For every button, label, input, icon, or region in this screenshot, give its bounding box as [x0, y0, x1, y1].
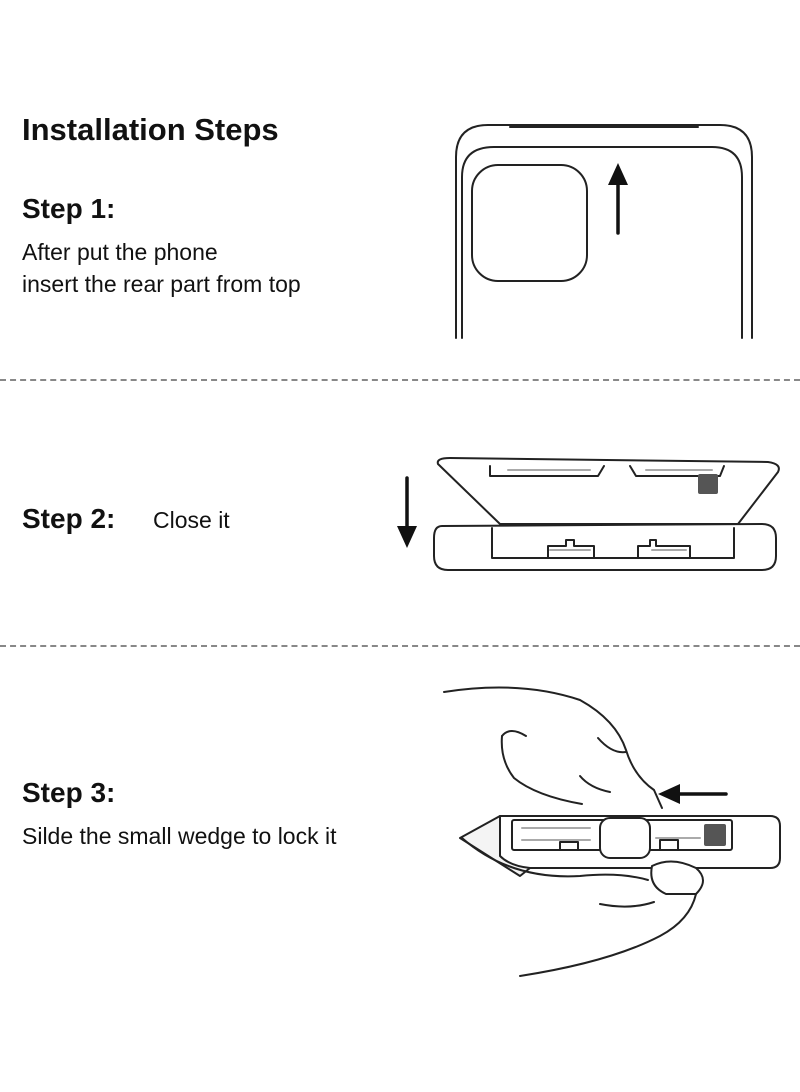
- step-1-heading: Step 1:: [22, 193, 116, 224]
- step-3-illustration: [443, 686, 781, 977]
- step-2-illustration: [397, 457, 780, 571]
- section-divider-2: [0, 645, 800, 647]
- step-3-heading: Step 3:: [22, 777, 116, 808]
- step-1-illustration: [455, 124, 753, 339]
- page-title: Installation Steps: [22, 112, 279, 147]
- section-divider-1: [0, 379, 800, 381]
- step-3-text: Silde the small wedge to lock it: [22, 823, 337, 849]
- step-1-line-1: After put the phone: [22, 239, 218, 265]
- step-2-heading: Step 2:: [22, 503, 116, 534]
- step-2-text: Close it: [153, 507, 230, 533]
- step-1-line-2: insert the rear part from top: [22, 271, 301, 297]
